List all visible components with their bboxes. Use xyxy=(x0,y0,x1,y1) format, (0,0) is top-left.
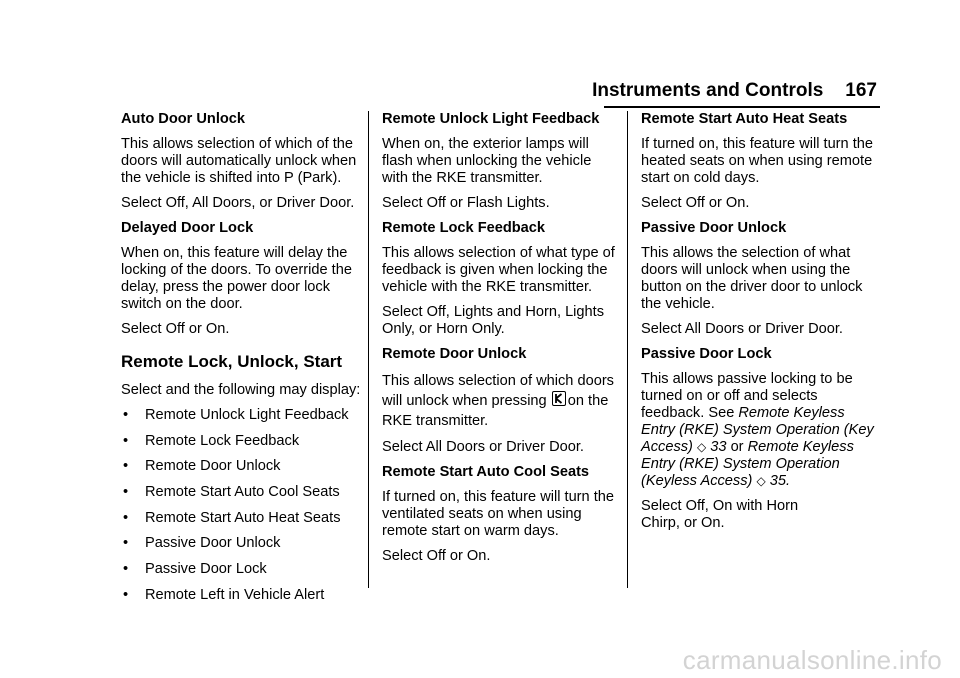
bullet-icon: • xyxy=(123,535,129,552)
remote-start-auto-cool-seats-description: If turned on, this feature will turn the… xyxy=(382,489,615,539)
heading-remote-start-auto-cool-seats: Remote Start Auto Cool Seats xyxy=(382,464,590,480)
passive-door-lock-options: Select Off, On with Horn Chirp, or On. xyxy=(641,498,799,531)
heading-passive-door-unlock: Passive Door Unlock xyxy=(641,220,787,236)
list-item: • Remote Left in Vehicle Alert xyxy=(121,587,361,604)
passive-door-lock-description: This allows passive locking to be turned… xyxy=(641,371,881,490)
heading-auto-door-unlock: Auto Door Unlock xyxy=(121,111,246,127)
bullet-icon: • xyxy=(123,432,129,449)
header-title: Instruments and Controls xyxy=(592,80,824,101)
list-item: • Remote Unlock Light Feedback xyxy=(121,407,361,424)
remote-lock-feedback-options: Select Off, Lights and Horn, Lights Only… xyxy=(382,304,605,337)
passive-door-unlock-options: Select All Doors or Driver Door. xyxy=(641,321,843,337)
column-1: Auto Door Unlock This allows selection o… xyxy=(121,111,361,613)
passive-door-lock-text: This allows passive locking to be turned… xyxy=(641,371,853,421)
column-divider-1 xyxy=(368,111,369,588)
list-item-text: Passive Door Unlock xyxy=(145,535,281,552)
bullet-icon: • xyxy=(123,484,129,501)
reference-link-key-access[interactable]: Remote Keyless Entry (RKE) System Operat… xyxy=(641,405,874,455)
bullet-icon: • xyxy=(123,509,129,526)
passive-door-unlock-description: This allows the selection of what doors … xyxy=(641,245,863,312)
watermark: carmanualsonline.info xyxy=(682,645,942,675)
list-item: • Remote Start Auto Heat Seats xyxy=(121,510,361,527)
list-item-text: Remote Door Unlock xyxy=(145,458,281,475)
remote-door-unlock-options: Select All Doors or Driver Door. xyxy=(382,439,584,455)
heading-remote-door-unlock: Remote Door Unlock xyxy=(382,346,527,362)
list-item-text: Remote Left in Vehicle Alert xyxy=(145,586,325,603)
remote-unlock-light-feedback-description: When on, the exterior lamps will flash w… xyxy=(382,136,592,186)
bullet-icon: • xyxy=(123,561,129,578)
list-item-text: Remote Start Auto Heat Seats xyxy=(145,509,341,526)
page-reference-icon: ◇ xyxy=(756,474,766,488)
remote-start-icon xyxy=(551,391,566,406)
reference-page-35[interactable]: 35. xyxy=(769,473,791,489)
list-item: • Passive Door Unlock xyxy=(121,535,361,552)
remote-door-unlock-text-b: on the RKE transmitter. xyxy=(382,393,609,429)
remote-door-unlock-description: This allows selection of which doors wil… xyxy=(382,371,618,431)
list-item-text: Passive Door Lock xyxy=(145,561,267,578)
remote-door-unlock-text-a: This allows selection of which doors wil… xyxy=(382,373,614,409)
bullet-icon: • xyxy=(123,586,129,603)
auto-door-unlock-options: Select Off, All Doors, or Driver Door. xyxy=(121,195,355,211)
heading-remote-unlock-light-feedback: Remote Unlock Light Feedback xyxy=(382,111,600,127)
list-item-text: Remote Unlock Light Feedback xyxy=(145,407,349,423)
column-3: Remote Start Auto Heat Seats If turned o… xyxy=(641,111,881,540)
list-item: • Remote Lock Feedback xyxy=(121,433,361,450)
bullet-icon: • xyxy=(123,458,129,475)
reference-or: or xyxy=(730,439,744,455)
bullet-icon: • xyxy=(123,407,129,423)
page-header: Instruments and Controls 167 xyxy=(0,80,877,102)
remote-unlock-light-feedback-options: Select Off or Flash Lights. xyxy=(382,195,550,211)
heading-remote-lock-feedback: Remote Lock Feedback xyxy=(382,220,546,236)
remote-lock-feedback-description: This allows selection of what type of fe… xyxy=(382,245,615,295)
list-item: • Remote Door Unlock xyxy=(121,458,361,475)
auto-door-unlock-description: This allows selection of which of the do… xyxy=(121,136,357,186)
page-number: 167 xyxy=(845,80,877,101)
column-2: Remote Unlock Light Feedback When on, th… xyxy=(382,111,618,573)
page-reference-icon: ◇ xyxy=(696,440,707,454)
remote-start-auto-cool-seats-options: Select Off or On. xyxy=(382,548,491,564)
reference-link-keyless-access[interactable]: Remote Keyless Entry (RKE) System Operat… xyxy=(641,439,854,489)
heading-passive-door-lock: Passive Door Lock xyxy=(641,346,772,362)
heading-delayed-door-lock: Delayed Door Lock xyxy=(121,220,254,236)
section-intro: Select and the following may display: xyxy=(121,382,361,398)
header-rule xyxy=(604,106,880,108)
section-title-remote-lock: Remote Lock, Unlock, Start xyxy=(121,352,343,371)
delayed-door-lock-options: Select Off or On. xyxy=(121,321,230,337)
delayed-door-lock-description: When on, this feature will delay the loc… xyxy=(121,245,352,312)
remote-start-auto-heat-seats-options: Select Off or On. xyxy=(641,195,750,211)
remote-start-auto-heat-seats-description: If turned on, this feature will turn the… xyxy=(641,136,874,186)
heading-remote-start-auto-heat-seats: Remote Start Auto Heat Seats xyxy=(641,111,848,127)
options-list: • Remote Unlock Light Feedback • Remote Lo… xyxy=(121,407,361,604)
reference-page-33[interactable]: 33 xyxy=(710,439,727,455)
list-item-text: Remote Start Auto Cool Seats xyxy=(145,484,340,501)
list-item: • Remote Start Auto Cool Seats xyxy=(121,484,361,501)
column-divider-2 xyxy=(627,111,628,588)
list-item: • Passive Door Lock xyxy=(121,561,361,578)
list-item-text: Remote Lock Feedback xyxy=(145,432,300,449)
